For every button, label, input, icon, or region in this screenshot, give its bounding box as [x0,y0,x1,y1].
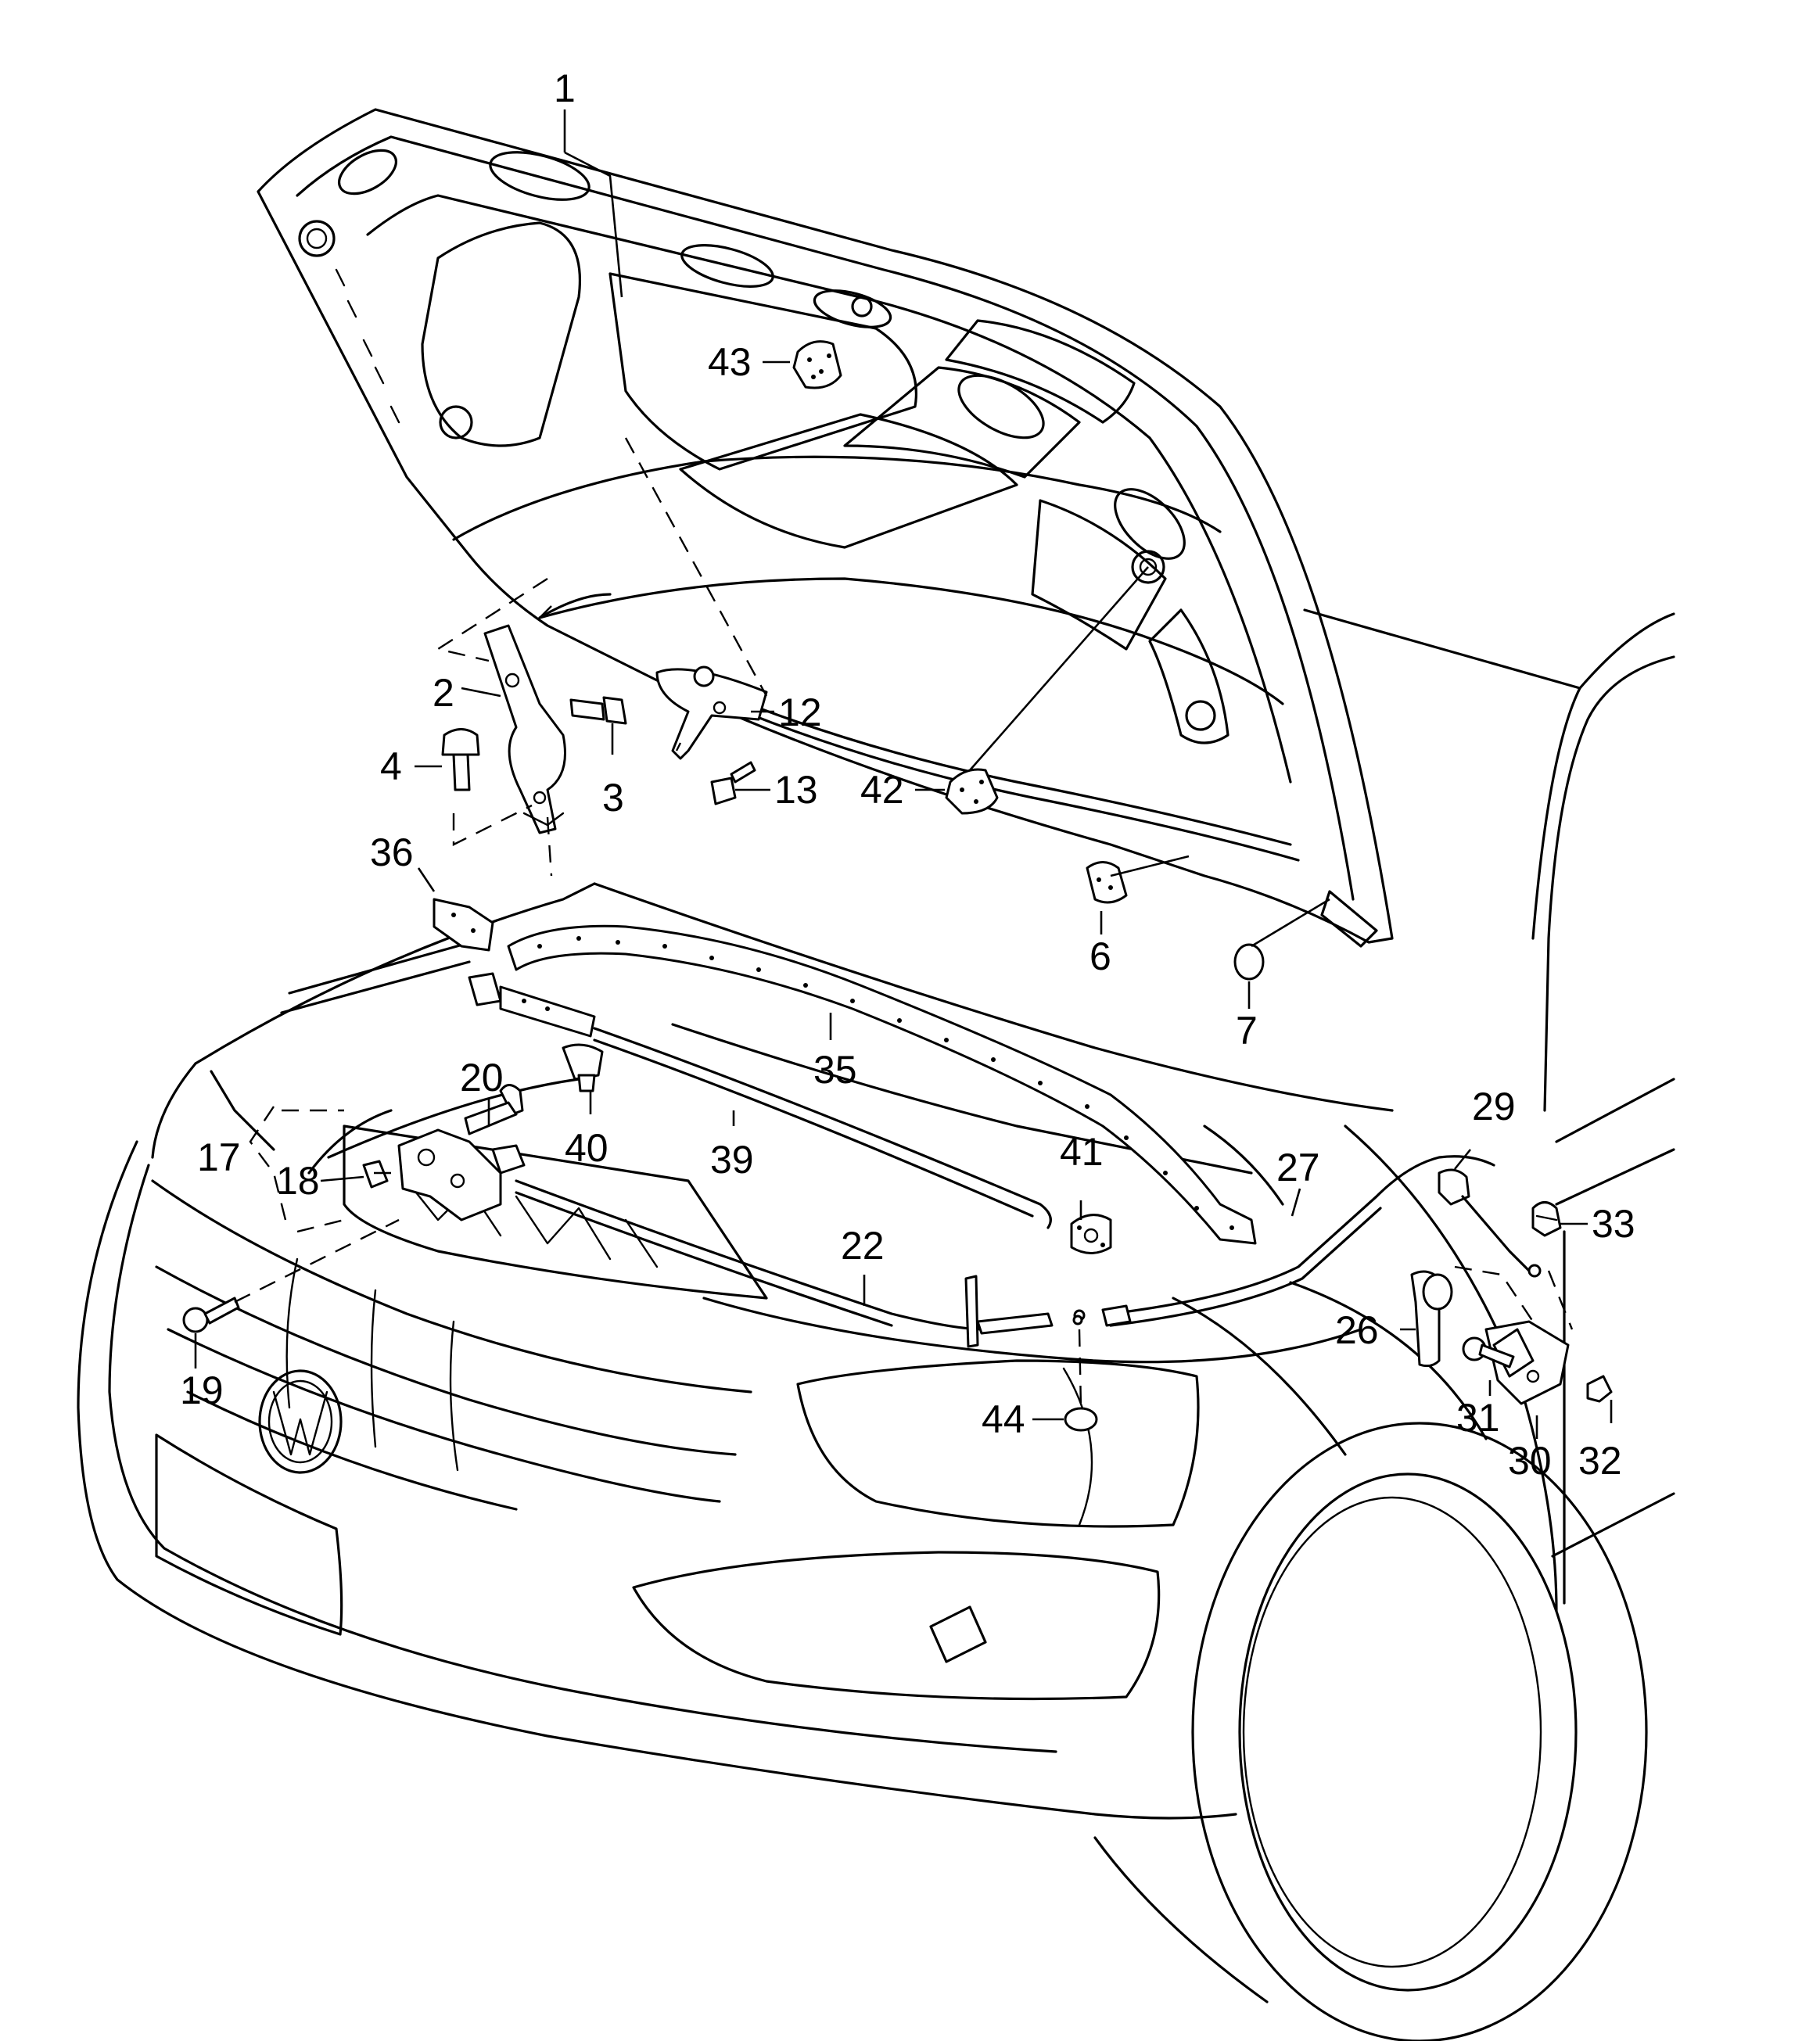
callout-30: 30 [1508,1439,1552,1483]
callout-12: 12 [778,690,822,734]
part-40-clip [562,1043,604,1092]
callout-31: 31 [1456,1396,1500,1440]
callout-27: 27 [1276,1146,1320,1189]
part-2-hinge [483,624,566,834]
part-31-screw [1462,1336,1515,1368]
part-13-bolt [710,761,756,805]
leader-lines [194,109,1613,1439]
part-33-clip [1531,1201,1562,1237]
callout-3: 3 [602,776,624,820]
part-4-bolt [441,728,480,791]
callout-29: 29 [1472,1085,1516,1128]
part-27-cable [1101,1155,1495,1327]
callout-numbers: 1 2 3 4 6 7 12 13 17 18 19 20 22 26 27 2… [180,66,1635,1483]
part-39-stay-rod [468,972,1052,1229]
callout-26: 26 [1335,1308,1379,1352]
part-7-pad [1233,943,1265,981]
part-44-clip [1072,1315,1083,1325]
part-43-buffer [792,296,873,389]
part-18-nut [362,1160,389,1189]
part-36-clip [433,898,494,952]
car-body [77,608,1675,2041]
callout-17: 17 [197,1135,241,1179]
hood [257,108,1394,948]
callout-33: 33 [1592,1202,1635,1246]
callout-22: 22 [841,1224,885,1268]
callout-43: 43 [708,340,752,384]
callout-6: 6 [1089,934,1111,978]
callout-40: 40 [565,1126,608,1170]
part-19-bolt [182,1297,240,1333]
part-26-lever [1410,1270,1453,1368]
callout-7: 7 [1236,1009,1258,1053]
assembly-dashed-lines [234,437,1574,1408]
part-44-pad [1064,1407,1098,1432]
callout-4: 4 [380,744,402,788]
part-29-grommet [1438,1168,1542,1278]
callout-20: 20 [460,1056,504,1099]
callout-19: 19 [180,1368,224,1412]
callout-39: 39 [710,1138,754,1182]
callout-2: 2 [433,671,454,715]
callout-32: 32 [1578,1439,1622,1483]
part-42-buffer [945,768,999,815]
callout-36: 36 [370,830,414,874]
part-6-grommet [1086,861,1128,904]
callout-42: 42 [860,768,904,812]
part-41-holder [1070,1214,1112,1254]
callout-35: 35 [813,1048,857,1092]
part-20-bolt [464,1084,524,1135]
part-17-lock [397,1128,526,1221]
part-12-bracket [655,665,768,760]
callout-1: 1 [554,66,576,110]
part-32-clip [1586,1375,1613,1403]
callout-44: 44 [982,1397,1025,1441]
part-3-bolt [569,696,627,725]
callout-13: 13 [774,768,818,812]
callout-41: 41 [1060,1130,1104,1174]
callout-18: 18 [276,1159,320,1203]
part-35-seal [507,924,1257,1245]
